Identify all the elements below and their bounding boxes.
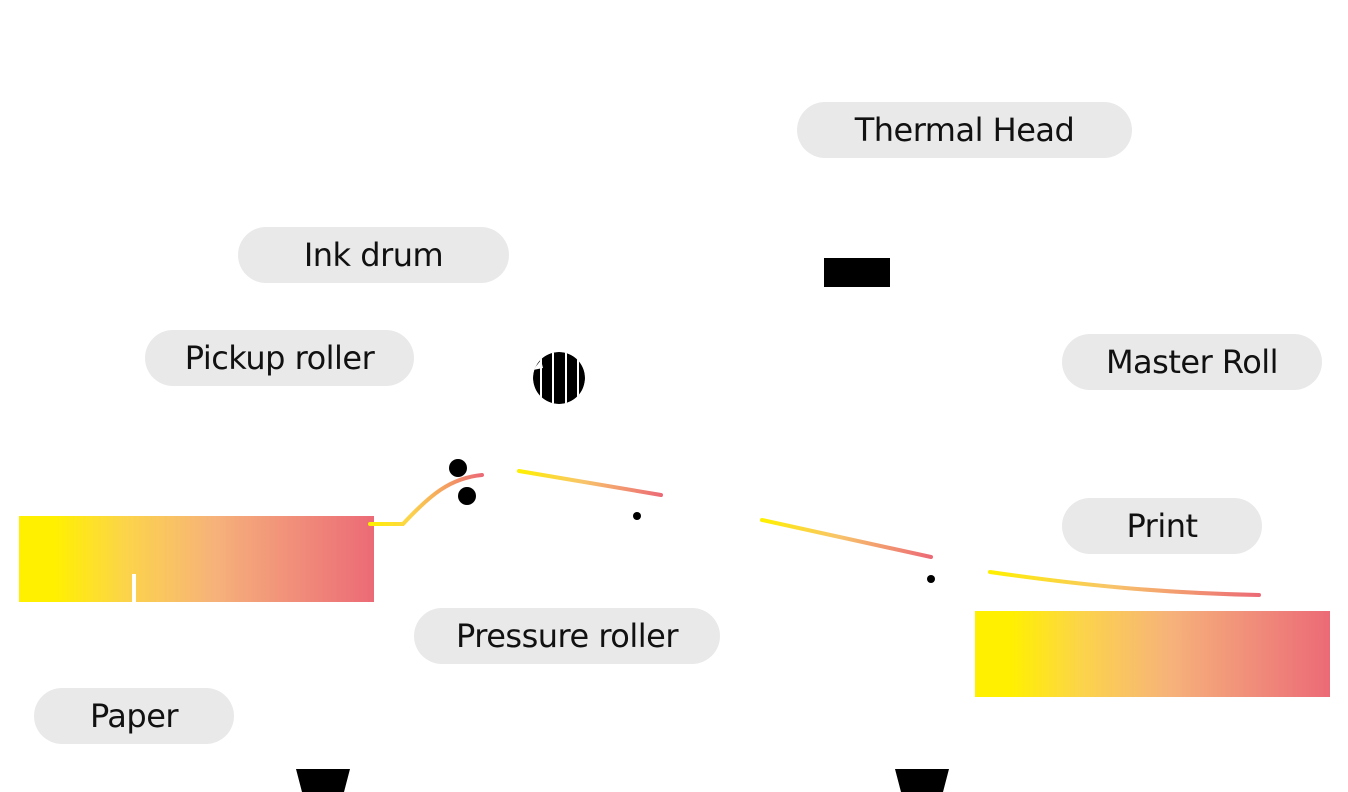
pickup-roller-top xyxy=(449,459,467,477)
paper-tray-divider xyxy=(132,574,136,602)
pressure-roller-dot xyxy=(633,512,641,520)
pickup-roller-label: Pickup roller xyxy=(145,330,414,386)
support-leg-left xyxy=(296,769,350,792)
paper-label: Paper xyxy=(34,688,234,744)
support-leg-right xyxy=(895,769,949,792)
paper-path-middle xyxy=(760,518,933,559)
ink-drum-label: Ink drum xyxy=(238,227,509,283)
paper-path-drum xyxy=(517,469,663,497)
output-print-stack xyxy=(975,611,1330,697)
ink-drum-icon xyxy=(533,352,585,404)
print-label: Print xyxy=(1062,498,1262,554)
pickup-roller-bottom xyxy=(458,487,476,505)
input-paper-stack xyxy=(19,516,374,602)
paper-path-pickup xyxy=(368,473,484,526)
thermal-head-label: Thermal Head xyxy=(797,102,1132,158)
paper-path-exit xyxy=(988,570,1261,597)
master-roll-label: Master Roll xyxy=(1062,334,1322,390)
thermal-head-block xyxy=(824,258,890,287)
pressure-roller-label: Pressure roller xyxy=(414,608,720,664)
exit-roller-dot xyxy=(927,575,935,583)
